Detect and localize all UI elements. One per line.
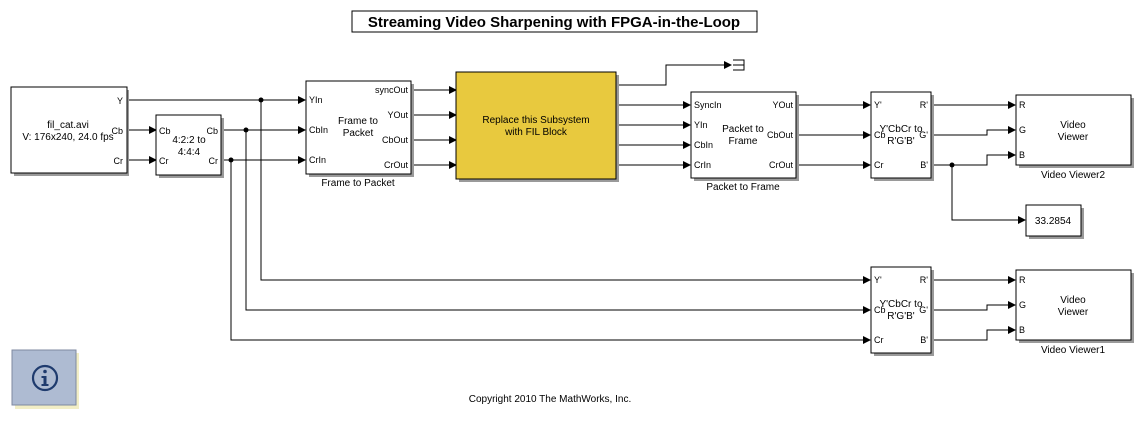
viewer1-line1: Video [1060,295,1086,306]
wire-cr-branch [230,160,871,344]
info-block[interactable] [11,349,79,409]
csc2-line1: Y'CbCr to [879,299,922,310]
packet-to-frame-block[interactable]: Packet to Frame SyncIn YIn CbIn CrIn YOu… [690,91,799,193]
wire-csc1-g [932,126,1016,136]
chroma-line2: 4:4:4 [178,147,201,158]
wire-b-display [951,165,1026,224]
port-label: B' [920,160,928,170]
chroma-line1: 4:2:2 to [172,135,206,146]
port-label: Cb [111,126,123,136]
wire-y-branch [260,100,871,284]
port-label: Cb [874,305,886,315]
port-label: Cr [114,156,124,166]
wire-cb-branch [245,130,871,314]
f2p-line2: Packet [343,128,374,139]
viewer2-line1: Video [1060,120,1086,131]
source-format: V: 176x240, 24.0 fps [22,132,113,143]
port-label: R' [920,275,928,285]
port-label: CrOut [384,160,409,170]
color-space-converter-2[interactable]: Y'CbCr to R'G'B' Y' Cb Cr R' G' B' [870,266,934,356]
block-caption: Packet to Frame [706,182,780,193]
wire-fil-term [617,61,732,86]
port-label: R [1019,100,1026,110]
port-label: YOut [387,110,408,120]
port-label: CbOut [382,135,409,145]
port-label: Cr [159,156,169,166]
csc1-line2: R'G'B' [887,136,914,147]
csc1-line1: Y'CbCr to [879,124,922,135]
port-label: CrIn [309,155,326,165]
port-label: CbIn [309,125,328,135]
fil-subsystem-block[interactable]: Replace this Subsystem with FIL Block [455,71,619,182]
port-label: Cb [874,130,886,140]
port-label: R' [920,100,928,110]
video-source-block[interactable]: fil_cat.avi V: 176x240, 24.0 fps Y Cb Cr [10,86,129,176]
port-label: G [1019,300,1026,310]
port-label: CbIn [694,140,713,150]
port-label: syncOut [375,85,409,95]
port-label: B [1019,150,1025,160]
port-label: CbOut [767,130,794,140]
wire-csc2-g [932,301,1016,311]
terminator-block[interactable] [733,59,745,71]
frame-to-packet-block[interactable]: Frame to Packet YIn CbIn CrIn syncOut YO… [305,80,414,189]
port-label: R [1019,275,1026,285]
wire-csc2-b [932,326,1016,341]
port-label: Y [117,96,123,106]
copyright-text: Copyright 2010 The MathWorks, Inc. [469,394,632,405]
block-caption: Frame to Packet [321,178,395,189]
wire-csc1-b [932,151,1016,166]
port-label: Y' [874,100,882,110]
chroma-resampling-block[interactable]: 4:2:2 to 4:4:4 Cb Cr Cb Cr [155,114,224,178]
source-filename: fil_cat.avi [47,120,89,131]
display-block[interactable]: 33.2854 [1025,204,1084,239]
title-text: Streaming Video Sharpening with FPGA-in-… [368,14,740,31]
port-label: Cb [159,126,171,136]
video-viewer-2-block[interactable]: Video Viewer R G B Video Viewer2 [1015,94,1134,181]
viewer2-line2: Viewer [1058,132,1089,143]
port-label: Cr [209,156,219,166]
port-label: YIn [694,120,708,130]
port-label: G' [919,305,928,315]
fil-line1: Replace this Subsystem [482,115,589,126]
port-label: Cb [206,126,218,136]
p2f-line1: Packet to [722,124,764,135]
fil-line2: with FIL Block [504,127,568,138]
display-value: 33.2854 [1035,216,1072,227]
port-label: SyncIn [694,100,722,110]
viewer1-line2: Viewer [1058,307,1089,318]
f2p-line1: Frame to [338,116,378,127]
port-label: Cr [874,335,884,345]
diagram-title: Streaming Video Sharpening with FPGA-in-… [351,10,758,33]
info-icon [31,364,59,392]
port-label: G' [919,130,928,140]
port-label: CrIn [694,160,711,170]
signal-wires [127,61,1026,344]
port-label: Cr [874,160,884,170]
port-label: B [1019,325,1025,335]
block-caption: Video Viewer1 [1041,345,1106,356]
csc2-line2: R'G'B' [887,311,914,322]
port-label: CrOut [769,160,794,170]
port-label: Y' [874,275,882,285]
block-caption: Video Viewer2 [1041,170,1106,181]
port-label: YOut [772,100,793,110]
p2f-line2: Frame [729,136,758,147]
port-label: YIn [309,95,323,105]
video-viewer-1-block[interactable]: Video Viewer R G B Video Viewer1 [1015,269,1134,356]
port-label: B' [920,335,928,345]
color-space-converter-1[interactable]: Y'CbCr to R'G'B' Y' Cb Cr R' G' B' [870,91,934,181]
port-label: G [1019,125,1026,135]
